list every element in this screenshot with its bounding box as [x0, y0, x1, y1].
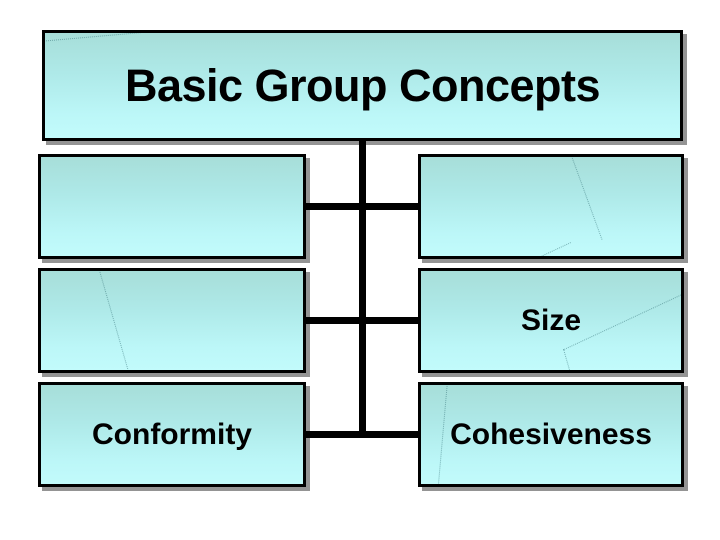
connector-branch-row-3 [305, 431, 419, 438]
concept-label: Size [520, 303, 582, 337]
paper-crease-decoration [437, 385, 448, 484]
paper-crease-decoration [564, 287, 681, 350]
connector-trunk-vertical [359, 141, 366, 436]
connector-branch-row-1 [305, 203, 419, 210]
concept-box-row1-left[interactable] [38, 154, 306, 259]
connector-branch-row-2 [305, 317, 419, 324]
concept-box-row2-right[interactable]: Size [418, 268, 684, 373]
paper-crease-decoration [570, 157, 603, 240]
concept-box-row1-right[interactable] [418, 154, 684, 259]
concept-label: Cohesiveness [450, 417, 652, 451]
paper-crease-decoration [563, 349, 575, 370]
page-title: Basic Group Concepts [124, 60, 601, 111]
concept-label: Conformity [92, 417, 252, 451]
concept-box-row3-left[interactable]: Conformity [38, 382, 306, 487]
paper-crease-decoration [475, 242, 571, 256]
concept-box-row2-left[interactable] [38, 268, 306, 373]
title-box[interactable]: Basic Group Concepts [42, 30, 683, 141]
concept-box-row3-right[interactable]: Cohesiveness [418, 382, 684, 487]
paper-crease-decoration [45, 33, 269, 42]
paper-crease-decoration [98, 271, 130, 370]
